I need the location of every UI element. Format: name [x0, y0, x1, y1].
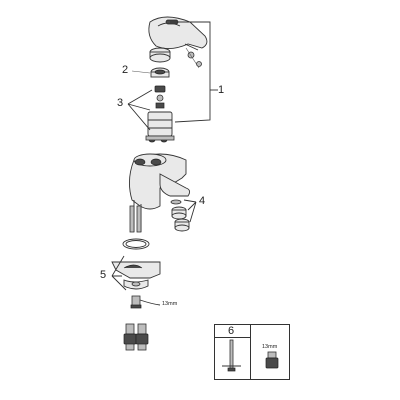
- handle-screws: [185, 47, 202, 69]
- mounting-set: [111, 238, 161, 309]
- callout-6: 6: [228, 325, 235, 337]
- inset-rod: [222, 339, 241, 372]
- callout-5: 5: [100, 269, 107, 281]
- hose-connectors: [123, 323, 149, 351]
- inset-wrench-size-label: 13mm: [262, 344, 278, 350]
- adapter-ring: [150, 67, 170, 78]
- spout-body: [129, 153, 191, 232]
- aerator: [170, 199, 190, 232]
- callout-3: 3: [117, 97, 124, 109]
- callout-1: 1: [218, 84, 225, 96]
- wrench-size-label: 13mm: [162, 301, 178, 307]
- inset-divider: [250, 324, 251, 380]
- handle-cap: [149, 47, 171, 63]
- inset-box: [214, 324, 290, 380]
- supply-hoses: [129, 205, 142, 233]
- callout-4: 4: [199, 195, 206, 207]
- callout-2: 2: [122, 64, 129, 76]
- inset-header-line: [214, 337, 250, 338]
- cartridge-parts: [145, 85, 175, 143]
- lever-handle: [148, 16, 208, 51]
- inset-nut: [265, 351, 279, 369]
